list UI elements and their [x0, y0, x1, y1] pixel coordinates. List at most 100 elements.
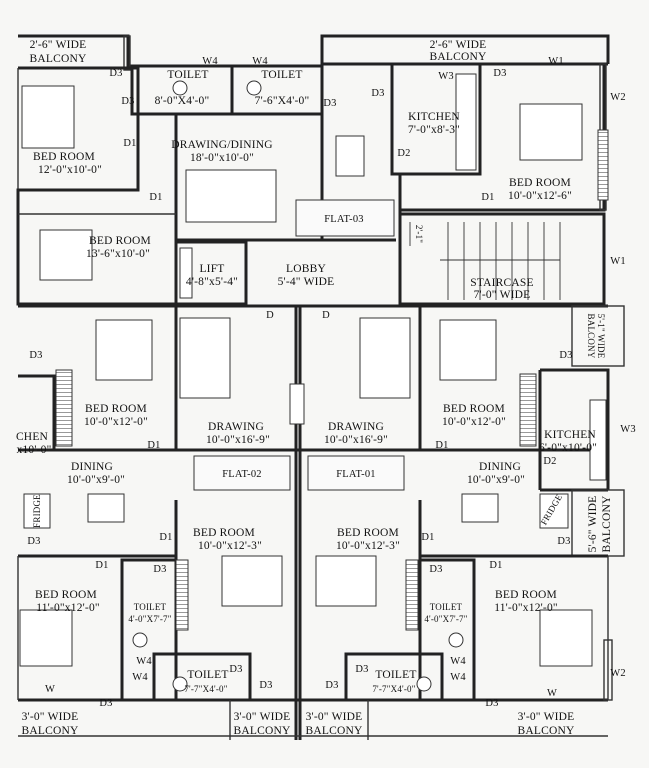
toilet-top-1-size: 8'-0"X4'-0": [155, 95, 210, 107]
balcony-bottom-right-width: 3'-0" WIDE: [518, 711, 575, 723]
bed-low-right-name: BED ROOM: [495, 589, 557, 601]
balcony-bottom-mid-right-name: BALCONY: [306, 725, 363, 737]
drawing-dining-top-size: 18'-0"x10'-0": [190, 152, 254, 164]
balcony-right-lower-width: 5'-6" WIDE: [587, 496, 599, 553]
code-w1-2: W1: [610, 256, 626, 267]
code-w4-1: W4: [202, 56, 218, 67]
balcony-right-mid-width: 5'-1" WIDE: [596, 314, 606, 359]
bed-top-left-size: 12'-0"x10'-0": [38, 164, 102, 176]
balcony-bottom-mid-right-width: 3'-0" WIDE: [306, 711, 363, 723]
dining-table-left: [87, 493, 125, 523]
code-d3-1: D3: [109, 68, 122, 79]
balcony-top-left-name: BALCONY: [30, 53, 87, 65]
code-d1-2: D1: [149, 192, 162, 203]
code-w-2: W: [547, 688, 557, 699]
wc-low-right: [448, 632, 464, 648]
fridge-right: [539, 493, 569, 529]
wardrobe-low-center: [175, 559, 189, 631]
code-d2-2: D2: [543, 456, 556, 467]
bed-top-right-name: BED ROOM: [509, 177, 571, 189]
wardrobe-top-right: [597, 129, 609, 201]
toilet-top-2-name: TOILET: [261, 69, 302, 81]
bed-low-center-left-name: BED ROOM: [193, 527, 255, 539]
toilet-bottom-left-name: TOILET: [187, 669, 228, 681]
code-d-2: D: [322, 310, 330, 321]
bed-low-left-size: 11'-0"x12'-0": [36, 602, 100, 614]
staircase-steps: [409, 222, 561, 300]
dining-left-name: DINING: [71, 461, 113, 473]
bed-low-right: [539, 609, 593, 667]
center-door: [289, 383, 305, 425]
bed-low-center-right-name: BED ROOM: [337, 527, 399, 539]
bed-left-2-name: BED ROOM: [89, 235, 151, 247]
bed-mid-left: [95, 319, 153, 381]
code-d3-14: D3: [259, 680, 272, 691]
code-d3-15: D3: [325, 680, 338, 691]
kitchen-left-size: x10'-0": [17, 444, 52, 456]
toilet-low-right-name: TOILET: [430, 602, 463, 612]
flat-03-box: [295, 199, 395, 237]
bed-low-center-right: [315, 555, 377, 607]
wc-top-1: [172, 80, 188, 96]
code-d3-7: D3: [559, 350, 572, 361]
toilet-low-left-name: TOILET: [134, 602, 167, 612]
code-d3-10: D3: [153, 564, 166, 575]
code-d1-8: D1: [95, 560, 108, 571]
drawing-right-size: 10'-0"x16'-9": [324, 434, 388, 446]
code-d1-9: D1: [489, 560, 502, 571]
kitchen-right-size: 6'-0"x10'-0": [539, 442, 597, 454]
bed-mid-right-size: 10'-0"x12'-0": [442, 416, 506, 428]
fridge-left-label: FRIDGE: [32, 494, 42, 528]
code-d2-1: D2: [397, 148, 410, 159]
drawing-right-name: DRAWING: [328, 421, 384, 433]
toilet-bottom-right-name: TOILET: [375, 669, 416, 681]
balcony-labels: 2'-6" WIDE BALCONY 2'-6" WIDE BALCONY 5'…: [22, 39, 614, 737]
balcony-top-right-width: 2'-6" WIDE: [430, 39, 487, 51]
lift-size: 4'-8"x5'-4": [186, 276, 238, 288]
wc-low-left: [132, 632, 148, 648]
code-d3-11: D3: [429, 564, 442, 575]
kitchen-top-name: KITCHEN: [408, 111, 460, 123]
dining-right-name: DINING: [479, 461, 521, 473]
lobby-name: LOBBY: [286, 263, 326, 275]
staircase-size: 7'-0" WIDE: [474, 289, 531, 301]
toilet-low-left-size: 4'-0"X7'-7": [128, 614, 171, 624]
code-w4-6: W4: [450, 672, 466, 683]
bed-low-center-left: [221, 555, 283, 607]
flat-02-box: [193, 455, 291, 491]
code-w4-3: W4: [136, 656, 152, 667]
code-d3-17: D3: [485, 698, 498, 709]
lift-car: [179, 247, 193, 299]
code-w4-2: W4: [252, 56, 268, 67]
room-labels: BED ROOM 12'-0"x10'-0" TOILET 8'-0"X4'-0…: [16, 69, 597, 694]
bed-mid-left-size: 10'-0"x12'-0": [84, 416, 148, 428]
lobby-size: 5'-4" WIDE: [278, 276, 335, 288]
code-d1-3: D1: [481, 192, 494, 203]
furniture: [19, 73, 609, 692]
code-d3-12: D3: [229, 664, 242, 675]
code-d1-7: D1: [421, 532, 434, 543]
code-d3-8: D3: [27, 536, 40, 547]
code-w1-1: W1: [548, 56, 564, 67]
code-w4-5: W4: [450, 656, 466, 667]
balcony-right-lower-name: BALCONY: [601, 495, 613, 552]
code-w2-2: W2: [610, 668, 626, 679]
bed-mid-right-name: BED ROOM: [443, 403, 505, 415]
bed-low-left-name: BED ROOM: [35, 589, 97, 601]
flat-01-box: [307, 455, 405, 491]
code-d3-16: D3: [99, 698, 112, 709]
bed-low-left: [19, 609, 73, 667]
walls: [16, 34, 625, 740]
bed-low-center-left-size: 10'-0"x12'-3": [198, 540, 262, 552]
toilet-top-1-name: TOILET: [167, 69, 208, 81]
flat-03-label: FLAT-03: [324, 214, 364, 225]
bed-left-2-size: 13'-6"x10'-0": [86, 248, 150, 260]
bed-mid-right: [439, 319, 497, 381]
dining-right-size: 10'-0"x9'-0": [467, 474, 525, 486]
wc-bottom-right: [416, 676, 432, 692]
balcony-top-left-width: 2'-6" WIDE: [30, 39, 87, 51]
wc-top-2: [246, 80, 262, 96]
wc-bottom-left: [172, 676, 188, 692]
staircase-name: STAIRCASE: [470, 277, 534, 289]
